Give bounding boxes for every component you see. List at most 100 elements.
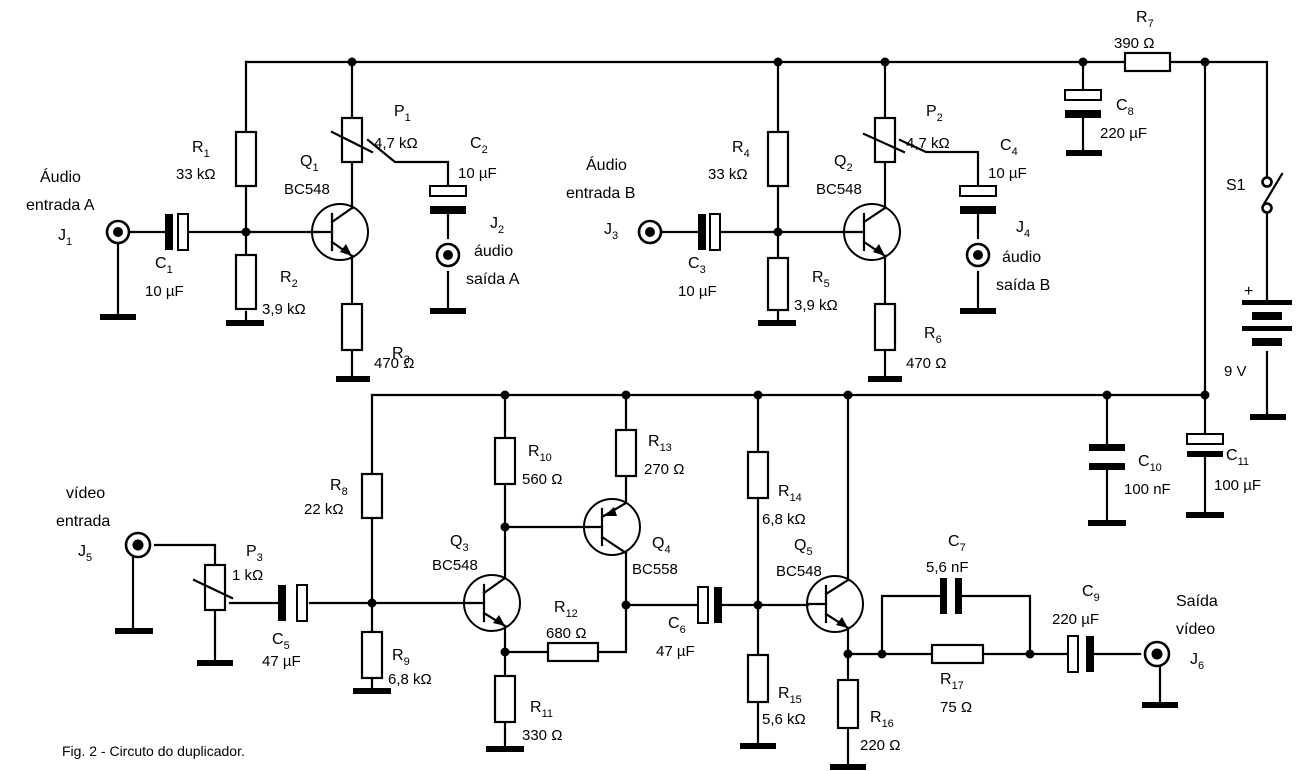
label-j4-line2: saída B (996, 277, 1050, 294)
label-c8-ref: C8 (1116, 97, 1134, 118)
label-q2-part: BC548 (816, 181, 862, 198)
label-j3-line1: Áudio (586, 155, 627, 174)
label-p3-ref: P3 (246, 543, 263, 564)
resistor-r14 (746, 450, 770, 500)
resistor-r7 (1123, 51, 1172, 73)
junction-dots (241, 57, 1210, 659)
ground-symbols (100, 150, 1286, 770)
label-j3-line2: entrada B (566, 185, 635, 202)
jacks (105, 219, 1171, 668)
capacitor-c6 (697, 586, 709, 624)
resistor-r16 (836, 678, 860, 730)
label-c6-value: 47 µF (656, 643, 695, 660)
jack-j3 (637, 219, 663, 245)
label-battery-value: 9 V (1224, 363, 1247, 380)
label-r1-ref: R1 (192, 139, 210, 160)
resistor-r5 (766, 256, 790, 312)
capacitor-c1 (165, 214, 173, 250)
label-r12-ref: R12 (554, 599, 578, 620)
label-j2-line1: áudio (474, 243, 513, 260)
resistor-r4 (766, 130, 790, 188)
potentiometer-p3-wiper (192, 578, 234, 600)
label-c11-value: 100 µF (1214, 477, 1261, 494)
capacitor-c7 (940, 578, 947, 614)
capacitor-c4 (959, 185, 997, 197)
label-r3-value: 470 Ω (374, 355, 414, 372)
resistor-r3 (340, 302, 364, 352)
resistor-r1 (234, 130, 258, 188)
label-c3-ref: C3 (688, 255, 706, 276)
label-q5-ref: Q5 (794, 537, 813, 558)
label-c7-value: 5,6 nF (926, 559, 969, 576)
label-r10-ref: R10 (528, 443, 552, 464)
label-c2-value: 10 µF (458, 165, 497, 182)
label-c2-ref: C2 (470, 135, 488, 156)
label-r5-ref: R5 (812, 269, 830, 290)
label-c4-ref: C4 (1000, 137, 1018, 158)
label-r2-value: 3,9 kΩ (262, 301, 306, 318)
label-r11-ref: R11 (530, 699, 553, 720)
label-r9-ref: R9 (392, 647, 410, 668)
capacitor-c11 (1186, 433, 1224, 445)
label-r10-value: 560 Ω (522, 471, 562, 488)
capacitor-c10 (1089, 444, 1125, 451)
label-c8-value: 220 µF (1100, 125, 1147, 142)
resistor-r13 (614, 428, 638, 478)
label-j6-line1: Saída (1176, 593, 1218, 610)
label-c11-ref: C11 (1226, 447, 1249, 468)
label-j6-line2: vídeo (1176, 621, 1215, 638)
label-r1-value: 33 kΩ (176, 166, 216, 183)
transistor-q5 (806, 575, 864, 633)
potentiometer-p3 (203, 563, 227, 612)
resistors (192, 51, 1172, 730)
label-r17-ref: R17 (940, 671, 964, 692)
transistor-q3 (463, 574, 521, 632)
resistor-r10 (493, 436, 517, 486)
label-c7-ref: C7 (948, 533, 966, 554)
jack-j4 (965, 242, 991, 268)
label-r11-value: 330 Ω (522, 727, 562, 744)
label-q1-part: BC548 (284, 181, 330, 198)
label-c1-ref: C1 (155, 255, 173, 276)
label-r16-ref: R16 (870, 709, 894, 730)
label-c10-ref: C10 (1138, 453, 1162, 474)
label-j2-ref: J2 (490, 215, 504, 236)
label-j1-line2: entrada A (26, 197, 95, 214)
label-r7-ref: R7 (1136, 9, 1154, 30)
potentiometer-p2-wiper (862, 132, 906, 154)
resistor-r2 (234, 253, 258, 311)
label-q1-ref: Q1 (300, 153, 319, 174)
label-r8-ref: R8 (330, 477, 348, 498)
label-r9-value: 6,8 kΩ (388, 671, 432, 688)
resistor-r15 (746, 653, 770, 704)
figure-caption: Fig. 2 - Circuto do duplicador. (62, 743, 245, 759)
label-j3-ref: J3 (604, 221, 618, 242)
label-j2-line2: saída A (466, 271, 520, 288)
label-q5-part: BC548 (776, 563, 822, 580)
label-c9-value: 220 µF (1052, 611, 1099, 628)
potentiometer-p1-wiper (330, 130, 374, 154)
label-j1-line1: Áudio (40, 167, 81, 186)
label-r13-ref: R13 (648, 433, 672, 454)
label-r5-value: 3,9 kΩ (794, 297, 838, 314)
resistor-r17 (930, 643, 985, 665)
label-r6-ref: R6 (924, 325, 942, 346)
label-r13-value: 270 Ω (644, 461, 684, 478)
transistor-q2 (843, 203, 901, 261)
label-r15-ref: R15 (778, 685, 802, 706)
label-q4-ref: Q4 (652, 535, 671, 556)
label-j6-ref: J6 (1190, 651, 1204, 672)
label-p3-value: 1 kΩ (232, 567, 263, 584)
label-r2-ref: R2 (280, 269, 298, 290)
labels: Áudio entrada A J1 R1 33 kΩ C1 10 µF R2 … (26, 9, 1261, 759)
jack-j6 (1143, 640, 1171, 668)
label-j5-ref: J5 (78, 543, 92, 564)
label-c9-ref: C9 (1082, 583, 1100, 604)
label-c3-value: 10 µF (678, 283, 717, 300)
label-c1-value: 10 µF (145, 283, 184, 300)
label-r12-value: 680 Ω (546, 625, 586, 642)
label-battery-plus: + (1244, 283, 1253, 300)
label-r7-value: 390 Ω (1114, 35, 1154, 52)
